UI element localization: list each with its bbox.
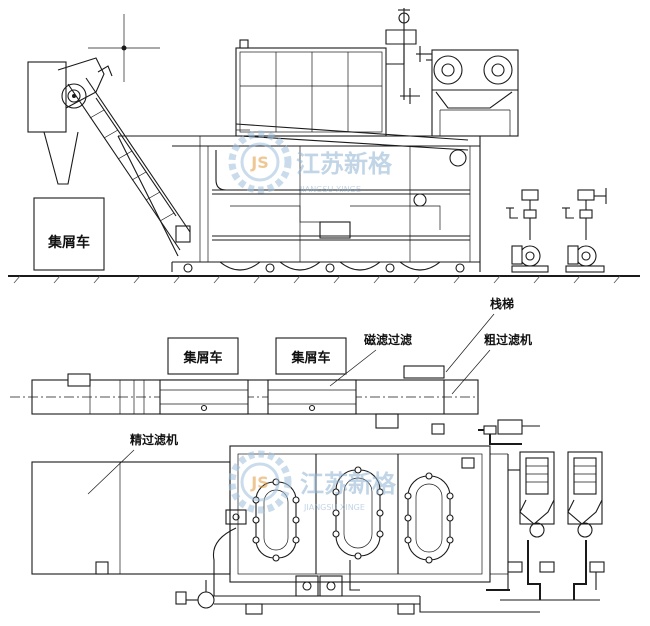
watermark-company-cn-2: 江苏新格: [300, 470, 397, 498]
plan-bottom-piping: [175, 527, 540, 615]
filter-loop-3: [404, 472, 454, 564]
tank-feet: [171, 261, 481, 273]
crosshair-marker: [88, 14, 160, 82]
chip-cart-left: 集屑车: [167, 337, 239, 375]
ground-line: [8, 275, 640, 284]
watermark-logo-letters-2: JS: [250, 473, 268, 492]
chip-cart-side-label: 集屑车: [47, 234, 90, 251]
magnetic-filter-label: 磁滤过滤: [363, 332, 412, 347]
fine-filter-label: 精过滤机: [130, 432, 178, 447]
plan-pump-2: [567, 451, 603, 538]
watermark-company-en-2: JIANGSU XINGE: [303, 503, 365, 512]
chip-cart-side: 集屑车: [33, 197, 105, 271]
pump-set-2: [562, 188, 607, 273]
callout-lift: 栈梯: [445, 296, 514, 373]
watermark-bottom: JS 江苏新格 JIANGSU XINGE: [228, 450, 397, 514]
callout-magnetic: 磁滤过滤: [329, 332, 412, 387]
top-valve-piping: [385, 8, 432, 104]
chip-conveyor-strip: [10, 365, 479, 435]
chip-cart-left-label: 集屑车: [182, 350, 222, 366]
filter-loop-2: [332, 466, 384, 560]
plan-view: 集屑车 集屑车 磁滤过滤 栈梯 粗过滤机 精过滤机: [10, 296, 605, 615]
plan-main-tank: [229, 445, 509, 590]
watermark-top: JS 江苏新格 JIANGSU XINGE: [228, 130, 393, 194]
pump-set-1: [506, 189, 549, 273]
side-elevation: 集屑车: [8, 8, 640, 284]
plan-pump-1: [519, 451, 555, 538]
filter-loop-1: [252, 478, 300, 562]
watermark-company-cn: 江苏新格: [296, 150, 393, 178]
watermark-company-en: JIANGSU XINGE: [299, 185, 361, 194]
fine-filter-tank: [31, 461, 247, 575]
lift-label: 栈梯: [490, 296, 514, 311]
callout-coarse: 粗过滤机: [451, 332, 532, 395]
chip-conveyor: [27, 57, 191, 251]
plan-pipework-right: [478, 419, 605, 601]
watermark-gear-icon-2: [228, 450, 292, 514]
callout-fine: 精过滤机: [87, 432, 178, 495]
watermark-gear-icon: [228, 130, 292, 194]
watermark-logo-letters: JS: [250, 153, 268, 172]
magnetic-drum-unit: [426, 49, 519, 137]
upper-frame: [235, 39, 469, 151]
main-tank: [117, 135, 481, 263]
coarse-filter-label: 粗过滤机: [484, 332, 532, 347]
chip-cart-right: 集屑车: [275, 337, 347, 375]
chip-cart-right-label: 集屑车: [290, 350, 330, 366]
